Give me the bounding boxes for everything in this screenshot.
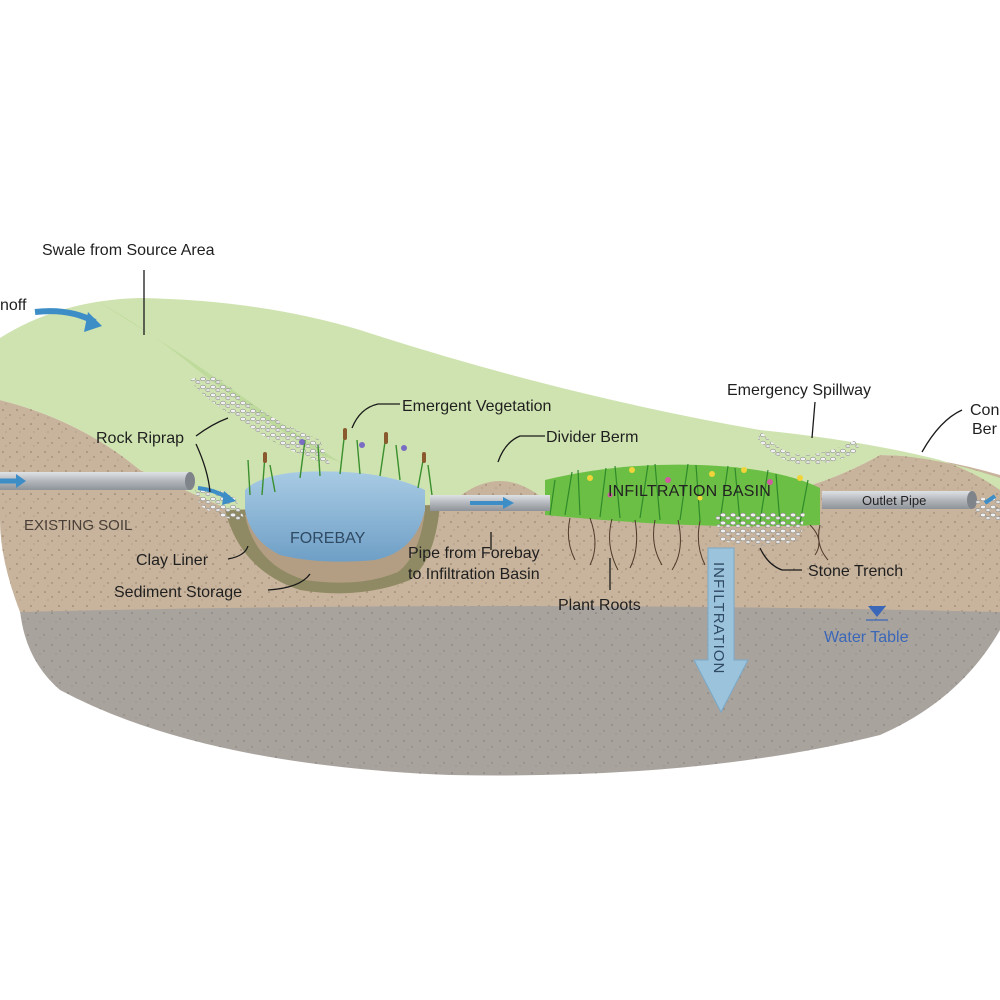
cattails <box>263 428 426 463</box>
infiltration-flowers <box>587 467 803 501</box>
plant-roots-label: Plant Roots <box>558 597 641 614</box>
containment-berm-label-1: Con <box>970 402 999 419</box>
clay-liner-label: Clay Liner <box>136 552 209 569</box>
emergency-spillway-label: Emergency Spillway <box>727 382 871 399</box>
stone-trench <box>715 512 805 546</box>
grass-hillside <box>0 298 1000 510</box>
divider-berm-label: Divider Berm <box>546 429 638 446</box>
pipe-from-forebay-label-2: to Infiltration Basin <box>408 566 540 583</box>
infiltration-grass <box>549 463 809 524</box>
sediment-storage-label: Sediment Storage <box>114 584 242 601</box>
forebay-water <box>245 471 425 562</box>
leader-lines <box>143 270 963 591</box>
inlet-riprap <box>195 488 245 520</box>
forebay-label: FOREBAY <box>290 530 366 547</box>
water-table-icon <box>866 606 888 621</box>
swale-riprap <box>190 376 330 465</box>
inlet-pipe <box>0 472 195 490</box>
purple-flowers <box>299 439 407 451</box>
water-table-label: Water Table <box>824 629 909 646</box>
flow-arrows <box>0 308 997 509</box>
infiltration-label: INFILTRATION <box>710 562 727 674</box>
swale-label: Swale from Source Area <box>42 242 215 259</box>
infiltration-basin-label: INFILTRATION BASIN <box>608 483 771 500</box>
infiltration-basin-bed <box>545 464 820 527</box>
runoff-label: noff <box>0 297 27 314</box>
emergent-vegetation <box>247 429 433 496</box>
emergency-spillway-gravel <box>758 430 860 465</box>
pipe-from-forebay-label-1: Pipe from Forebay <box>408 545 540 562</box>
stone-trench-label: Stone Trench <box>808 563 903 580</box>
outlet-pipe-label: Outlet Pipe <box>862 493 926 508</box>
infiltration-arrow <box>693 547 749 714</box>
plant-roots <box>567 517 829 571</box>
subsoil-texture <box>20 605 1000 776</box>
rock-riprap-label: Rock Riprap <box>96 430 184 447</box>
existing-soil-label: EXISTING SOIL <box>24 517 132 534</box>
emergent-vegetation-label: Emergent Vegetation <box>402 398 551 415</box>
outlet-riprap <box>975 497 1000 522</box>
containment-berm-label-2: Ber <box>972 421 998 438</box>
outlet-pipe <box>822 491 977 509</box>
